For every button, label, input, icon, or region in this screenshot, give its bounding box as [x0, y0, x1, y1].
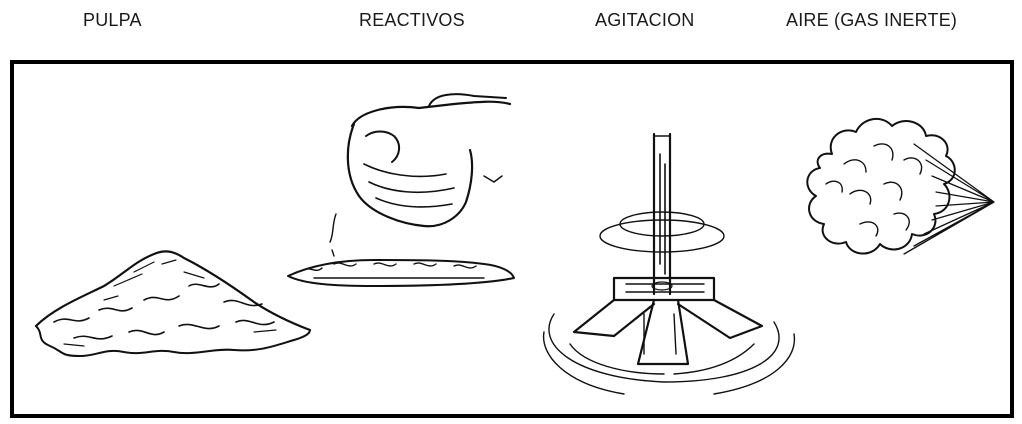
illustration-canvas — [14, 64, 1010, 414]
pulp-pile-illustration — [36, 251, 310, 356]
label-aire: AIRE (GAS INERTE) — [786, 10, 957, 31]
air-gas-cloud-illustration — [807, 119, 994, 254]
label-reactivos: REACTIVOS — [359, 10, 465, 31]
header-labels: PULPA REACTIVOS AGITACION AIRE (GAS INER… — [0, 0, 1022, 60]
illustration-frame — [10, 60, 1014, 418]
agitation-impeller-illustration — [544, 134, 795, 394]
reagents-pouring-illustration — [288, 94, 514, 286]
label-agitacion: AGITACION — [595, 10, 694, 31]
label-pulpa: PULPA — [83, 10, 142, 31]
